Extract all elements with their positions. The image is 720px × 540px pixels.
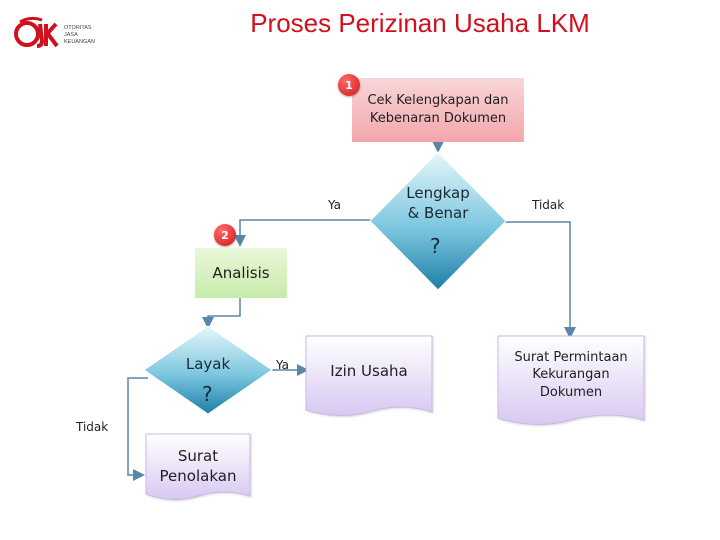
title-text: Proses Perizinan Usaha LKM: [250, 8, 590, 38]
decision-feasible-question: ?: [202, 382, 213, 406]
label-yes-1: Ya: [328, 198, 342, 212]
request-letter-label: Surat Permintaan Kekurangan Dokumen: [498, 344, 644, 406]
request-letter-line-2: Kekurangan: [532, 367, 610, 383]
logo-line-1: OTORITAS: [64, 25, 92, 31]
rejection-letter-label: Surat Penolakan: [146, 444, 250, 488]
rejection-letter-line-2: Penolakan: [159, 467, 237, 485]
document-request-letter: [497, 335, 645, 426]
permit-label: Izin Usaha: [330, 361, 408, 380]
step-check-line-2: Kebenaran Dokumen: [369, 111, 507, 126]
step-number-badge-1: 1: [338, 74, 360, 96]
document-rejection-letter: [145, 433, 251, 500]
logo-line-2: JASA: [64, 32, 78, 38]
request-letter-line-3: Dokumen: [539, 384, 603, 400]
decision-diamond-feasible: [143, 325, 273, 415]
connector-no-to-rejection: [127, 377, 148, 481]
step-check-line-1: Cek Kelengkapan dan: [367, 93, 509, 109]
step-check-documents: Cek Kelengkapan dan Kebenaran Dokumen: [352, 78, 524, 142]
logo-line-3: KEUANGAN: [64, 39, 95, 45]
decision-complete-question: ?: [430, 234, 441, 258]
request-letter-line-1: Surat Permintaan: [514, 349, 628, 365]
connector-analysis-to-decision: [202, 298, 241, 329]
connector-no-to-request: [500, 221, 576, 339]
decision-complete-line-1: Lengkap: [406, 184, 470, 202]
decision-complete-line-2: & Benar: [407, 203, 469, 222]
decision-complete-label: Lengkap & Benar: [392, 184, 484, 223]
decision-feasible-label: Layak: [185, 355, 231, 373]
label-no-2: Tidak: [76, 420, 109, 434]
step-number-badge-2: 2: [214, 224, 236, 246]
ojk-logo: OTORITAS JASA KEUANGAN: [12, 14, 112, 50]
label-yes-2: Ya: [276, 358, 290, 372]
decision-diamond-complete: [369, 151, 507, 291]
document-permit: [305, 335, 433, 417]
rejection-letter-line-1: Surat: [177, 446, 219, 465]
label-no-1: Tidak: [532, 198, 565, 212]
page-title: Proses Perizinan Usaha LKM: [0, 8, 720, 39]
step-analysis: Analisis: [195, 248, 287, 298]
